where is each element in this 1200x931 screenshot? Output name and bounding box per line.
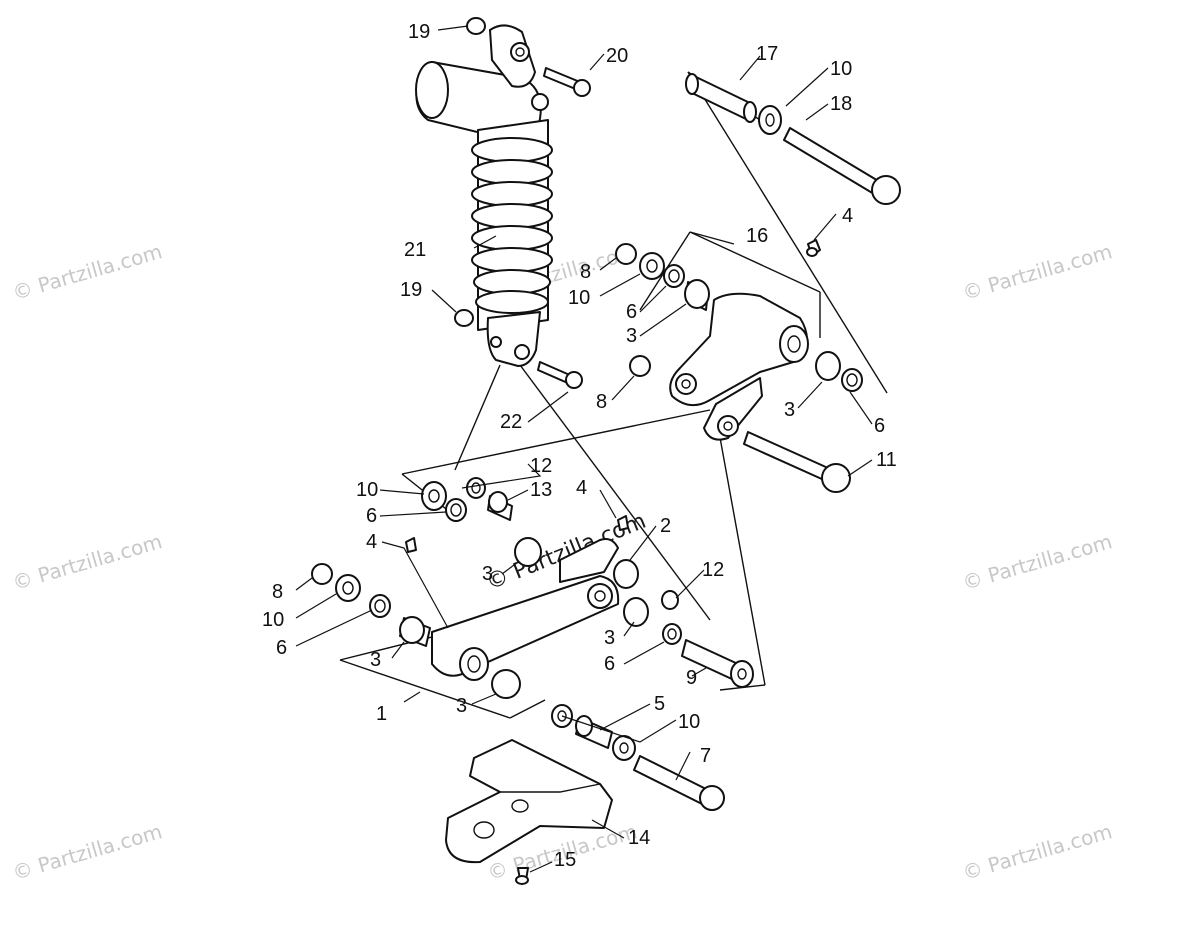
grease-fitting	[806, 239, 821, 257]
callout-2: 2	[660, 515, 671, 537]
part-labels: 19 20 17 10 18 4 16 21 19 8 10 6 3 8 3 6…	[262, 21, 897, 871]
callout-12: 12	[702, 559, 724, 581]
callout-18: 18	[830, 93, 852, 115]
callout-10: 10	[356, 479, 378, 501]
callout-4: 4	[842, 205, 853, 227]
callout-22: 22	[500, 411, 522, 433]
callout-19: 19	[400, 279, 422, 301]
watermark: © Partzilla.com	[10, 819, 165, 885]
callout-17: 17	[756, 43, 778, 65]
watermark: © Partzilla.com	[960, 819, 1115, 885]
watermark: © Partzilla.com	[960, 529, 1115, 595]
callout-3: 3	[370, 649, 381, 671]
callout-10: 10	[678, 711, 700, 733]
callout-8: 8	[580, 261, 591, 283]
callout-19: 19	[408, 21, 430, 43]
callout-3: 3	[456, 695, 467, 717]
callout-8: 8	[596, 391, 607, 413]
connecting-rod-assembly	[615, 243, 863, 493]
callout-1: 1	[376, 703, 387, 725]
mounting-bracket	[445, 739, 613, 885]
callout-6: 6	[604, 653, 615, 675]
callout-4: 4	[366, 531, 377, 553]
callout-6: 6	[366, 505, 377, 527]
callout-7: 7	[700, 745, 711, 767]
pivot-bolt-set-upper	[685, 73, 901, 205]
assembly-guide-lines	[339, 71, 888, 719]
callout-3: 3	[784, 399, 795, 421]
callout-6: 6	[626, 301, 637, 323]
callout-5: 5	[654, 693, 665, 715]
callout-10: 10	[830, 58, 852, 80]
callout-20: 20	[606, 45, 628, 67]
callout-6: 6	[874, 415, 885, 437]
callout-9: 9	[686, 667, 697, 689]
callout-14: 14	[628, 827, 650, 849]
callout-21: 21	[404, 239, 426, 261]
callout-3: 3	[604, 627, 615, 649]
callout-3: 3	[482, 563, 493, 585]
callout-15: 15	[554, 849, 576, 871]
callout-13: 13	[530, 479, 552, 501]
callout-16: 16	[746, 225, 768, 247]
lower-arm-assembly	[311, 477, 754, 699]
callout-10: 10	[262, 609, 284, 631]
callout-12: 12	[530, 455, 552, 477]
watermark: © Partzilla.com	[10, 239, 165, 305]
callout-3: 3	[626, 325, 637, 347]
shock-absorber	[415, 24, 553, 367]
callout-6: 6	[276, 637, 287, 659]
callout-10: 10	[568, 287, 590, 309]
watermark: © Partzilla.com	[10, 529, 165, 595]
callout-8: 8	[272, 581, 283, 603]
watermark: © Partzilla.com	[960, 239, 1115, 305]
shock-hardware	[454, 17, 591, 389]
callout-11: 11	[876, 449, 897, 471]
leader-lines	[295, 25, 873, 873]
bottom-hardware	[551, 704, 725, 811]
callout-4: 4	[576, 477, 587, 499]
